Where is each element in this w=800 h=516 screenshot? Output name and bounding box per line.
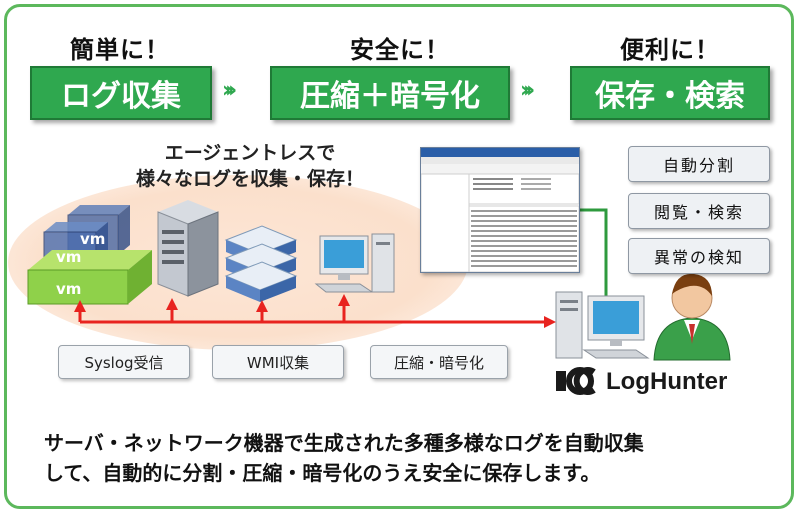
stage-2-box: 圧縮＋暗号化 [270,66,510,120]
feature-anomaly-detection: 異常の検知 [628,238,770,274]
loghunter-logo-text: LogHunter [606,368,728,395]
vm-stack-icon [27,205,152,305]
window-connector [578,208,608,298]
agentless-caption: エージェントレスで 様々なログを収集・保存！ [120,140,380,192]
summary-line-1: サーバ・ネットワーク機器で生成された多種多様なログを自動収集 [44,431,644,455]
administrator-person-icon [653,273,731,361]
network-switch-icon [224,225,298,302]
compress-encrypt-box: 圧縮・暗号化 [370,345,508,379]
stage-3-box: 保存・検索 [570,66,770,120]
server-tower-icon [157,200,219,297]
loghunter-logo-icon [556,367,596,395]
log-viewer-window [420,147,580,273]
stage-2-title: 安全に！ [350,36,450,64]
stage-3-title: 便利に！ [620,36,720,64]
loghunter-logo: LogHunter [600,368,727,396]
feature-browse-search: 閲覧・検索 [628,193,770,229]
wmi-collect-box: WMI収集 [212,345,344,379]
vm-label-top: vm [80,230,105,248]
loghunter-pc-icon [555,291,650,359]
agentless-line-1: エージェントレスで [164,142,336,164]
summary-line-2: して、自動的に分割・圧縮・暗号化のうえ安全に保存します。 [44,461,601,485]
log-viewer-screenshot [420,148,580,273]
summary-text: サーバ・ネットワーク機器で生成された多種多様なログを自動収集 して、自動的に分割… [44,428,764,488]
stage-1-box: ログ収集 [30,66,212,120]
stage-1-title: 簡単に！ [70,36,170,64]
vm-label-middle: vm [56,248,81,266]
vm-label-bottom: vm [56,280,81,298]
syslog-receive-box: Syslog受信 [58,345,190,379]
feature-auto-split: 自動分割 [628,146,770,182]
desktop-pc-icon [314,233,395,293]
agentless-line-2: 様々なログを収集・保存！ [135,168,364,190]
collection-line [78,300,546,324]
